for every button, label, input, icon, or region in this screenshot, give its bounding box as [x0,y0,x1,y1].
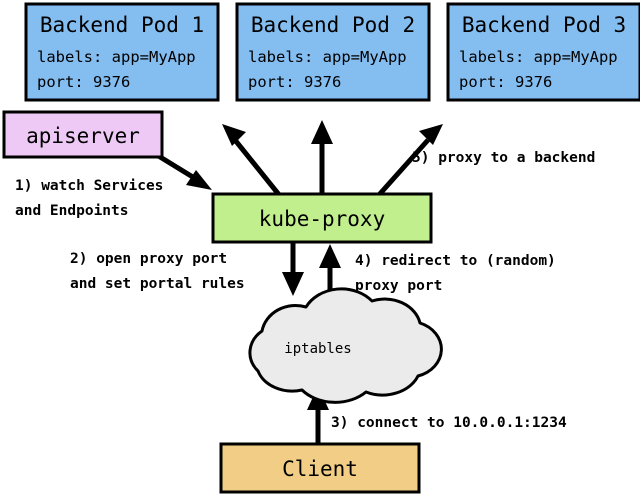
iptables-label: iptables [284,341,351,357]
step-1-line-2: and Endpoints [15,203,129,219]
step-3-line-1: 3) connect to 10.0.0.1:1234 [331,415,567,431]
backend-pod-3-port: port: 9376 [459,73,552,91]
step-3-label: 3) connect to 10.0.0.1:1234 [331,415,567,431]
backend-pod-3-box[interactable] [446,2,640,102]
cloud-shape [248,287,443,404]
backend-pod-2-box[interactable] [235,2,431,102]
backend-pod-2[interactable]: Backend Pod 2 labels: app=MyApp port: 93… [235,2,431,102]
edge-kubeproxy-to-pod1 [222,124,282,198]
client-node[interactable]: Client [219,442,421,494]
step-1-line-1: 1) watch Services [15,178,163,194]
apiserver-node[interactable]: apiserver [2,110,164,159]
kube-proxy-box[interactable] [211,192,433,244]
step-4-label: 4) redirect to (random) proxy port [355,253,556,294]
backend-pod-2-title: Backend Pod 2 [251,13,415,37]
backend-pod-1-port: port: 9376 [37,73,130,91]
kube-proxy-node[interactable]: kube-proxy [211,192,433,244]
backend-pod-1-box[interactable] [24,2,220,102]
kube-proxy-label: kube-proxy [259,207,385,231]
backend-pod-1-labels: labels: app=MyApp [37,48,196,66]
edge-kubeproxy-to-iptables [282,242,304,296]
backend-pod-3-title: Backend Pod 3 [462,13,626,37]
backend-pod-3[interactable]: Backend Pod 3 labels: app=MyApp port: 93… [446,2,640,102]
client-box[interactable] [219,442,421,494]
step-1-label: 1) watch Services and Endpoints [15,178,163,219]
step-5-label: 5) proxy to a backend [412,150,595,166]
step-4-line-1: 4) redirect to (random) [355,253,556,269]
step-4-line-2: proxy port [355,278,442,294]
backend-pod-3-labels: labels: app=MyApp [459,48,618,66]
edge-kubeproxy-to-pod3 [376,124,443,198]
step-2-line-2: and set portal rules [70,276,245,292]
step-5-line-1: 5) proxy to a backend [412,150,595,166]
apiserver-box[interactable] [2,110,164,159]
backend-pod-2-labels: labels: app=MyApp [248,48,407,66]
edge-kubeproxy-to-pod2 [311,120,333,196]
backend-pod-1[interactable]: Backend Pod 1 labels: app=MyApp port: 93… [24,2,220,102]
client-label: Client [282,457,358,481]
backend-pod-2-port: port: 9376 [248,73,341,91]
backend-pod-1-title: Backend Pod 1 [40,13,204,37]
apiserver-label: apiserver [26,124,140,148]
step-2-line-1: 2) open proxy port [70,251,227,267]
step-2-label: 2) open proxy port and set portal rules [70,251,245,292]
